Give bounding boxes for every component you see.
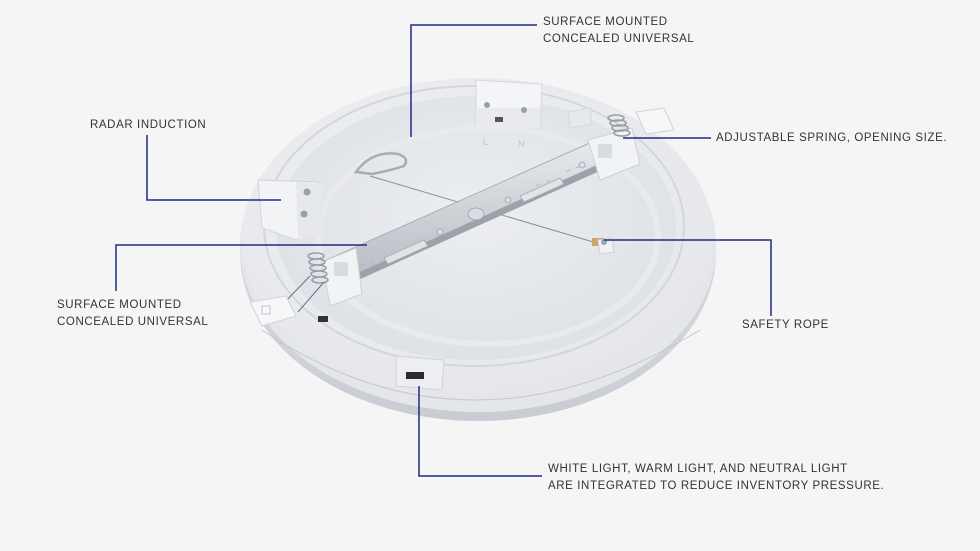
callout-cct-line2: ARE INTEGRATED TO REDUCE INVENTORY PRESS…: [548, 479, 885, 492]
leader-top: [410, 24, 537, 137]
terminal-l-marking: L: [483, 137, 488, 147]
callout-spring-line1: ADJUSTABLE SPRING, OPENING SIZE.: [716, 132, 948, 144]
callout-cct-line1: WHITE LIGHT, WARM LIGHT, AND NEUTRAL LIG…: [548, 463, 848, 475]
leader-left: [115, 244, 367, 291]
callout-radar-line1: RADAR INDUCTION: [90, 119, 207, 131]
callout-color-temperature: WHITE LIGHT, WARM LIGHT, AND NEUTRAL LIG…: [548, 461, 884, 494]
callout-surface-mounted-left: SURFACE MOUNTED CONCEALED UNIVERSAL: [57, 297, 208, 330]
cct-switch-slider: [406, 372, 424, 379]
callout-surface-mounted-top: SURFACE MOUNTED CONCEALED UNIVERSAL: [543, 14, 694, 47]
leader-cct: [418, 386, 542, 477]
terminal-block: L N: [475, 79, 543, 149]
callout-left-line1: SURFACE MOUNTED: [57, 299, 182, 311]
left-spring-clip: [249, 247, 363, 327]
callout-top-line2: CONCEALED UNIVERSAL: [543, 32, 695, 45]
callout-left-line2: CONCEALED UNIVERSAL: [57, 315, 209, 328]
callout-rope-line1: SAFETY ROPE: [742, 319, 829, 331]
leader-radar: [146, 135, 281, 201]
callout-safety-rope: SAFETY ROPE: [742, 317, 829, 334]
callout-top-line1: SURFACE MOUNTED: [543, 16, 668, 28]
callout-radar-induction: RADAR INDUCTION: [90, 117, 206, 134]
terminal-n-marking: N: [518, 139, 525, 149]
cct-switch: [395, 355, 445, 391]
leader-rope: [604, 239, 772, 316]
callout-adjustable-spring: ADJUSTABLE SPRING, OPENING SIZE.: [716, 130, 947, 147]
leader-lines: [115, 24, 772, 477]
right-spring-clip: [587, 107, 675, 181]
radar-sensor-module: [257, 179, 324, 241]
